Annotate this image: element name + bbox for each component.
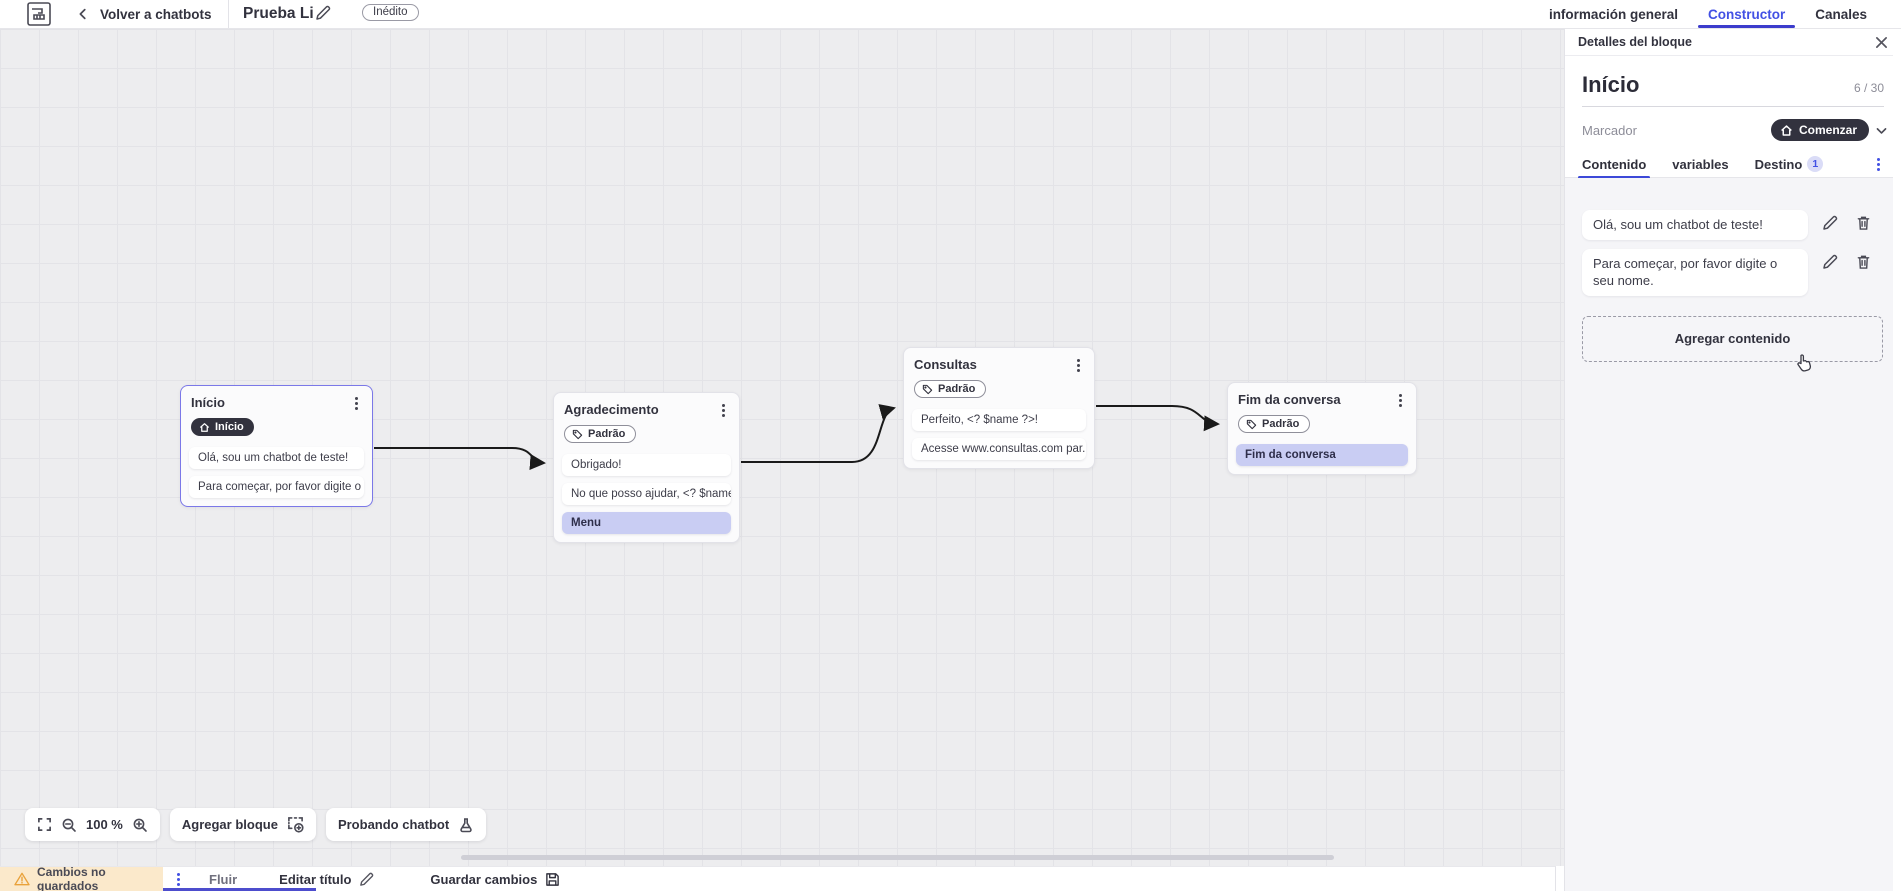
- block-message-row[interactable]: Olá, sou um chatbot de teste!: [189, 447, 364, 469]
- flask-icon: [458, 817, 474, 833]
- flow-block-fim-da-conversa[interactable]: Fim da conversa Padrão Fim da conversa: [1227, 382, 1417, 475]
- message-item: Olá, sou um chatbot de teste!: [1582, 210, 1888, 241]
- chevron-down-icon[interactable]: [1875, 124, 1888, 137]
- home-icon: [1781, 124, 1792, 136]
- marker-row: Marcador Comenzar: [1565, 107, 1901, 151]
- bottom-bar: Cambios no guardados Fluir Editar título…: [0, 865, 1556, 891]
- zoom-level: 100 %: [86, 817, 123, 832]
- tab-variables[interactable]: variables: [1672, 156, 1729, 172]
- app-logo-icon: [26, 2, 52, 27]
- delete-message-trash-icon[interactable]: [1856, 215, 1871, 231]
- add-content-button[interactable]: Agregar contenido: [1582, 315, 1883, 362]
- active-flow-tab-underline: [163, 888, 316, 891]
- block-menu-kebab-icon[interactable]: [1073, 357, 1084, 374]
- test-chatbot-button[interactable]: Probando chatbot: [325, 808, 487, 841]
- block-type-pill: Padrão: [914, 380, 987, 398]
- block-title: Consultas: [914, 357, 977, 372]
- tab-canales[interactable]: Canales: [1815, 6, 1867, 22]
- block-menu-kebab-icon[interactable]: [1395, 392, 1406, 409]
- edit-message-pencil-icon[interactable]: [1822, 215, 1838, 231]
- warning-icon: [14, 872, 30, 886]
- back-to-chatbots-button[interactable]: Volver a chatbots: [76, 0, 212, 28]
- tag-icon: [1246, 419, 1257, 429]
- zoom-out-icon[interactable]: [61, 817, 77, 833]
- message-item: Para começar, por favor digite o seu nom…: [1582, 249, 1888, 296]
- tab-fluir[interactable]: Fluir: [209, 871, 238, 887]
- panel-title: Detalles del bloque: [1578, 35, 1692, 49]
- panel-tabs: Contenido variables Destino 1: [1565, 151, 1901, 179]
- chatbot-title: Prueba Li: [243, 5, 314, 22]
- edit-title-pencil-icon[interactable]: [315, 5, 331, 21]
- block-type-pill: Padrão: [564, 425, 637, 443]
- flow-block-consultas[interactable]: Consultas Padrão Perfeito, <? $name ?>! …: [903, 347, 1095, 469]
- content-tab-body: Olá, sou um chatbot de teste! Para começ…: [1565, 178, 1901, 891]
- fullscreen-icon[interactable]: [37, 817, 52, 832]
- message-text-field[interactable]: Para começar, por favor digite o seu nom…: [1582, 249, 1808, 296]
- chevron-left-icon: [76, 7, 90, 21]
- panel-scrollbar-track[interactable]: [1893, 29, 1901, 891]
- block-title: Início: [191, 395, 225, 410]
- block-end-row[interactable]: Fim da conversa: [1236, 444, 1408, 466]
- block-menu-kebab-icon[interactable]: [718, 402, 729, 419]
- back-label: Volver a chatbots: [100, 6, 212, 22]
- block-type-pill: Padrão: [1238, 415, 1311, 433]
- add-block-button[interactable]: Agregar bloque: [169, 808, 316, 841]
- block-marker-pill: Início: [191, 418, 254, 436]
- canvas-controls: 100 % Agregar bloque Probando chatbot: [25, 808, 487, 841]
- block-menu-kebab-icon[interactable]: [351, 395, 362, 412]
- panel-header: Detalles del bloque: [1565, 29, 1901, 56]
- block-menu-row[interactable]: Menu: [562, 512, 731, 534]
- block-message-row[interactable]: Para começar, por favor digite o ...: [189, 476, 364, 498]
- marker-label: Marcador: [1582, 122, 1637, 138]
- char-counter: 6 / 30: [1853, 81, 1884, 95]
- block-message-row[interactable]: Obrigado!: [562, 454, 731, 476]
- message-text-field[interactable]: Olá, sou um chatbot de teste!: [1582, 210, 1808, 241]
- block-message-row[interactable]: Acesse www.consultas.com par...: [912, 438, 1086, 460]
- block-message-row[interactable]: No que posso ajudar, <? $name ...: [562, 483, 731, 505]
- tag-icon: [922, 384, 933, 394]
- destino-count-badge: 1: [1807, 156, 1824, 172]
- save-icon: [545, 872, 560, 887]
- close-icon[interactable]: [1875, 36, 1888, 49]
- block-message-row[interactable]: Perfeito, <? $name ?>!: [912, 409, 1086, 431]
- save-changes-button[interactable]: Guardar cambios: [430, 872, 560, 887]
- home-icon: [199, 422, 210, 432]
- add-block-icon: [287, 816, 304, 833]
- block-title: Fim da conversa: [1238, 392, 1341, 407]
- flow-block-agradecimento[interactable]: Agradecimento Padrão Obrigado! No que po…: [553, 392, 740, 543]
- tab-contenido[interactable]: Contenido: [1577, 151, 1651, 179]
- builder-nav-tabs: información general Constructor Canales: [1547, 0, 1869, 28]
- tab-informacion-general[interactable]: información general: [1548, 6, 1678, 22]
- pencil-icon: [359, 872, 374, 887]
- tag-icon: [572, 429, 583, 439]
- mouse-cursor: [1795, 353, 1813, 373]
- flow-options-kebab-icon[interactable]: [173, 871, 184, 888]
- flow-canvas[interactable]: Início Início Olá, sou um chatbot de tes…: [0, 29, 1564, 866]
- unsaved-changes-status: Cambios no guardados: [0, 865, 163, 891]
- edit-title-button[interactable]: Editar título: [279, 872, 374, 887]
- top-bar: Volver a chatbots Prueba Li Inédito info…: [0, 0, 1901, 29]
- zoom-controls: 100 %: [25, 808, 160, 841]
- status-badge: Inédito: [362, 4, 419, 21]
- block-details-panel: Detalles del bloque Início 6 / 30 Marcad…: [1564, 29, 1901, 891]
- block-name-row: Início 6 / 30: [1565, 56, 1901, 98]
- delete-message-trash-icon[interactable]: [1856, 254, 1871, 270]
- flow-block-inicio[interactable]: Início Início Olá, sou um chatbot de tes…: [180, 385, 373, 507]
- edit-message-pencil-icon[interactable]: [1822, 254, 1838, 270]
- marker-select[interactable]: Comenzar: [1770, 119, 1869, 141]
- block-title: Agradecimento: [564, 402, 659, 417]
- zoom-in-icon[interactable]: [132, 817, 148, 833]
- canvas-horizontal-scrollbar[interactable]: [461, 855, 1334, 860]
- tab-constructor[interactable]: Constructor: [1697, 0, 1796, 28]
- tab-destino[interactable]: Destino 1: [1755, 151, 1824, 178]
- panel-options-kebab-icon[interactable]: [1873, 156, 1884, 173]
- header-divider: [228, 0, 229, 28]
- block-name-value[interactable]: Início: [1582, 72, 1640, 97]
- panel-divider: [1582, 106, 1884, 107]
